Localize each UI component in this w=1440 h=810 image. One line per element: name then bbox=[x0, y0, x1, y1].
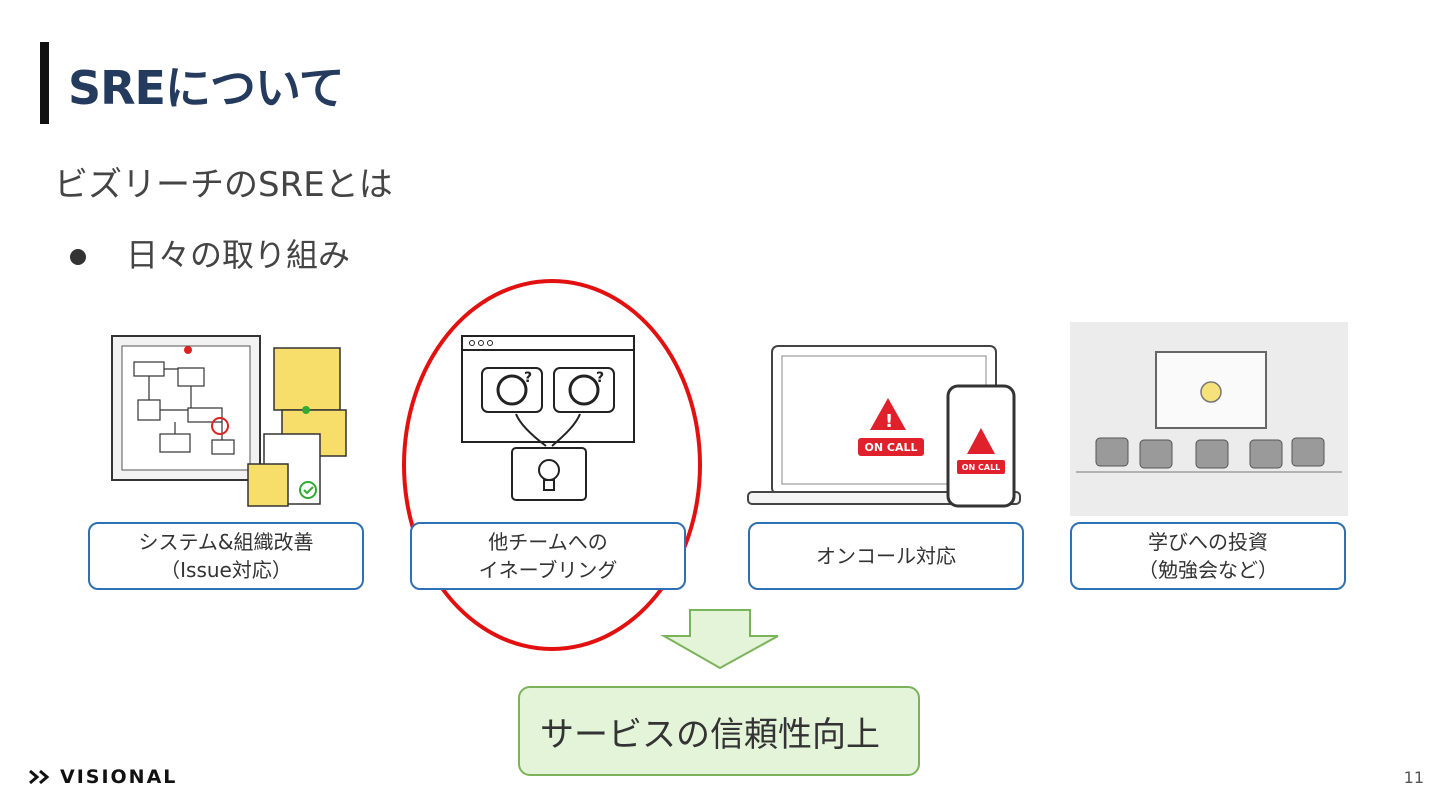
page-number: 11 bbox=[1403, 768, 1424, 787]
slide-subtitle: ビズリーチのSREとは bbox=[54, 165, 393, 205]
system-diagram-illustration bbox=[111, 335, 347, 507]
card-line1: 学びへの投資 bbox=[1148, 530, 1268, 554]
card-enabling: 他チームへの イネーブリング bbox=[410, 522, 686, 590]
bullet-text: 日々の取り組み bbox=[126, 236, 351, 274]
card-line1: 他チームへの bbox=[488, 530, 608, 554]
card-line1: システム&組織改善 bbox=[138, 530, 314, 554]
logo-text: VISIONAL bbox=[60, 766, 178, 788]
title-accent-bar bbox=[40, 42, 49, 124]
highlight-circle bbox=[402, 279, 702, 651]
oncall-illustration: ! ON CALL ON CALL bbox=[747, 345, 1021, 508]
svg-text:!: ! bbox=[885, 411, 893, 432]
oncall-badge: ON CALL bbox=[865, 441, 918, 454]
card-line1: オンコール対応 bbox=[816, 544, 956, 568]
slide-title: SREについて bbox=[68, 61, 345, 115]
card-line2: （勉強会など） bbox=[1138, 558, 1278, 582]
card-line2: イネーブリング bbox=[478, 558, 618, 582]
bullet-item: 日々の取り組み bbox=[70, 230, 350, 276]
bullet-dot-icon bbox=[70, 249, 86, 265]
result-box: サービスの信頼性向上 bbox=[518, 686, 920, 776]
card-system-improvement: システム&組織改善 （Issue対応） bbox=[88, 522, 364, 590]
card-learning: 学びへの投資 （勉強会など） bbox=[1070, 522, 1346, 590]
learning-illustration bbox=[1070, 322, 1348, 516]
card-oncall: オンコール対応 bbox=[748, 522, 1024, 590]
logo-chevron-icon bbox=[29, 769, 50, 785]
card-line2: （Issue対応） bbox=[160, 558, 292, 582]
down-arrow-icon bbox=[660, 609, 779, 670]
oncall-badge-small: ON CALL bbox=[962, 463, 1001, 472]
visional-logo: VISIONAL bbox=[28, 766, 177, 788]
